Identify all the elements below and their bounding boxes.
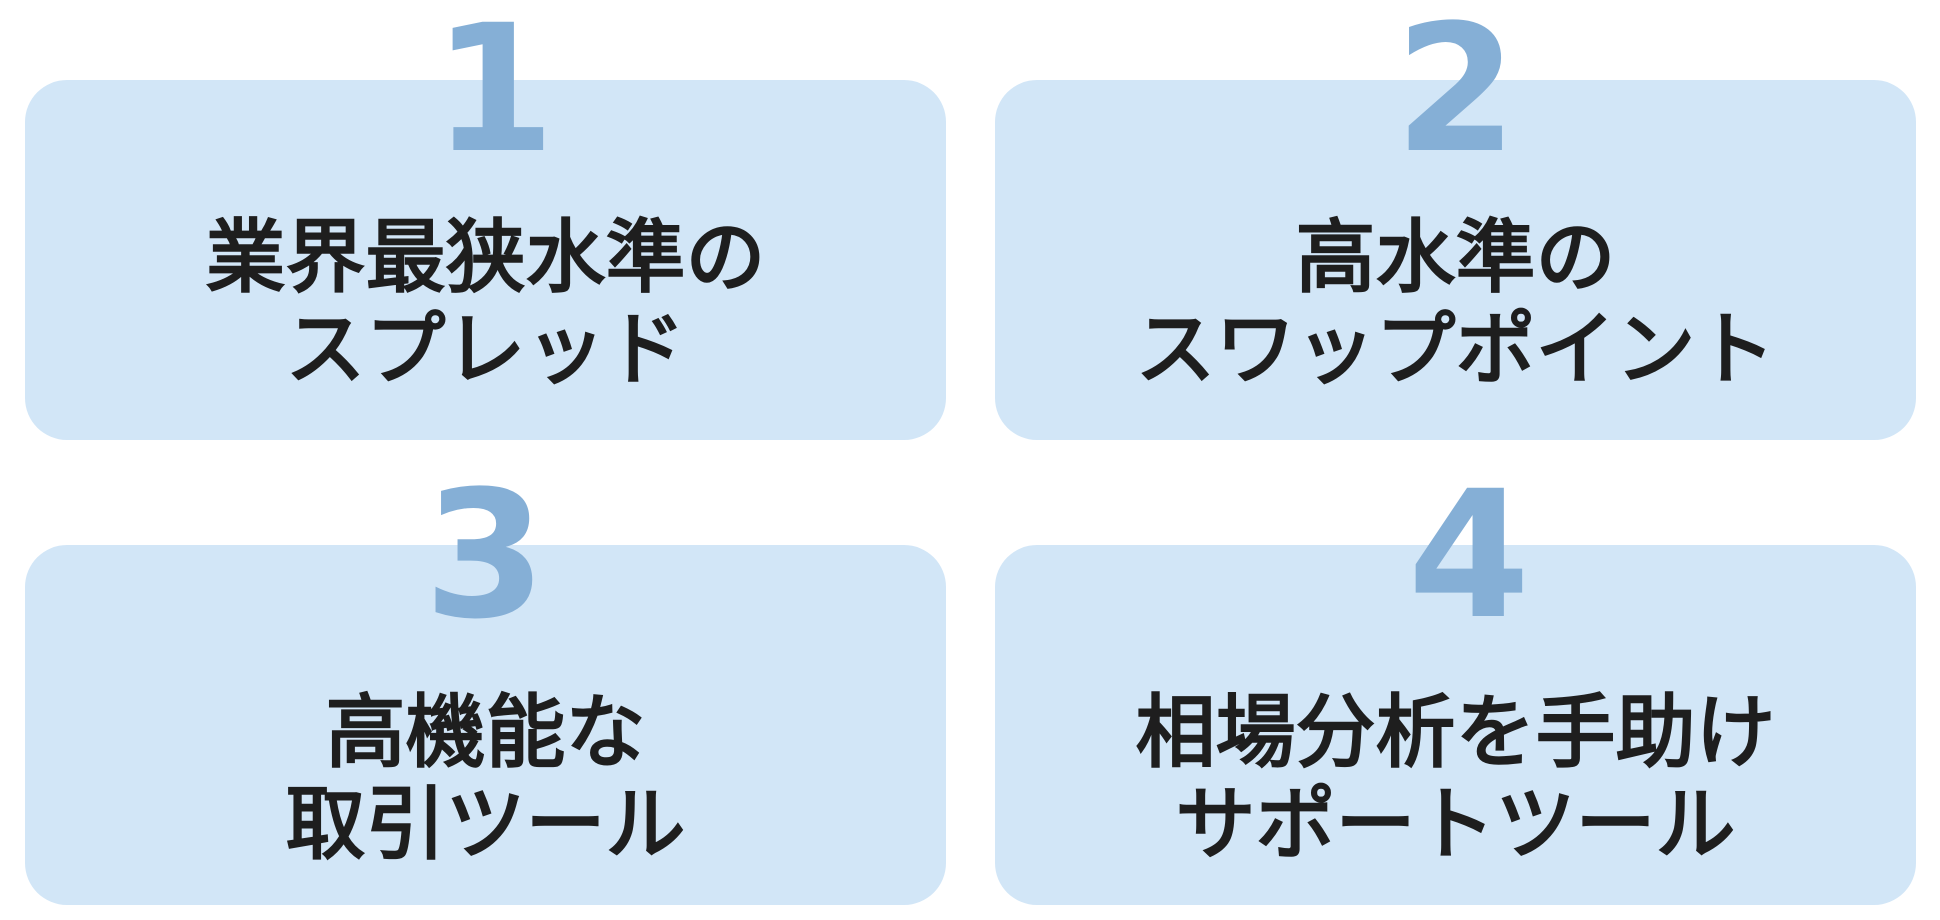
feature-label-1-line-1: 業界最狭水準の <box>205 211 766 304</box>
feature-card-1: 業界最狭水準の スプレッド <box>25 80 946 440</box>
feature-label-3-line-1: 高機能な <box>325 686 646 779</box>
feature-card-3: 高機能な 取引ツール <box>25 545 946 905</box>
feature-label-4: 相場分析を手助け サポートツール <box>995 687 1916 871</box>
feature-number-4: 4 <box>1407 453 1531 658</box>
feature-label-2-line-1: 高水準の <box>1295 211 1616 304</box>
feature-number-1: 1 <box>432 0 556 192</box>
feature-label-1: 業界最狭水準の スプレッド <box>25 212 946 396</box>
feature-card-4: 相場分析を手助け サポートツール <box>995 545 1916 905</box>
feature-number-2: 2 <box>1394 0 1518 192</box>
feature-number-3: 3 <box>423 453 547 658</box>
feature-label-3-line-2: 取引ツール <box>285 778 686 871</box>
feature-label-4-line-2: サポートツール <box>1175 778 1736 871</box>
feature-label-1-line-2: スプレッド <box>285 303 686 396</box>
feature-label-3: 高機能な 取引ツール <box>25 687 946 871</box>
feature-card-2: 高水準の スワップポイント <box>995 80 1916 440</box>
feature-label-2-line-2: スワップポイント <box>1135 303 1776 396</box>
feature-label-4-line-1: 相場分析を手助け <box>1135 686 1776 779</box>
feature-label-2: 高水準の スワップポイント <box>995 212 1916 396</box>
